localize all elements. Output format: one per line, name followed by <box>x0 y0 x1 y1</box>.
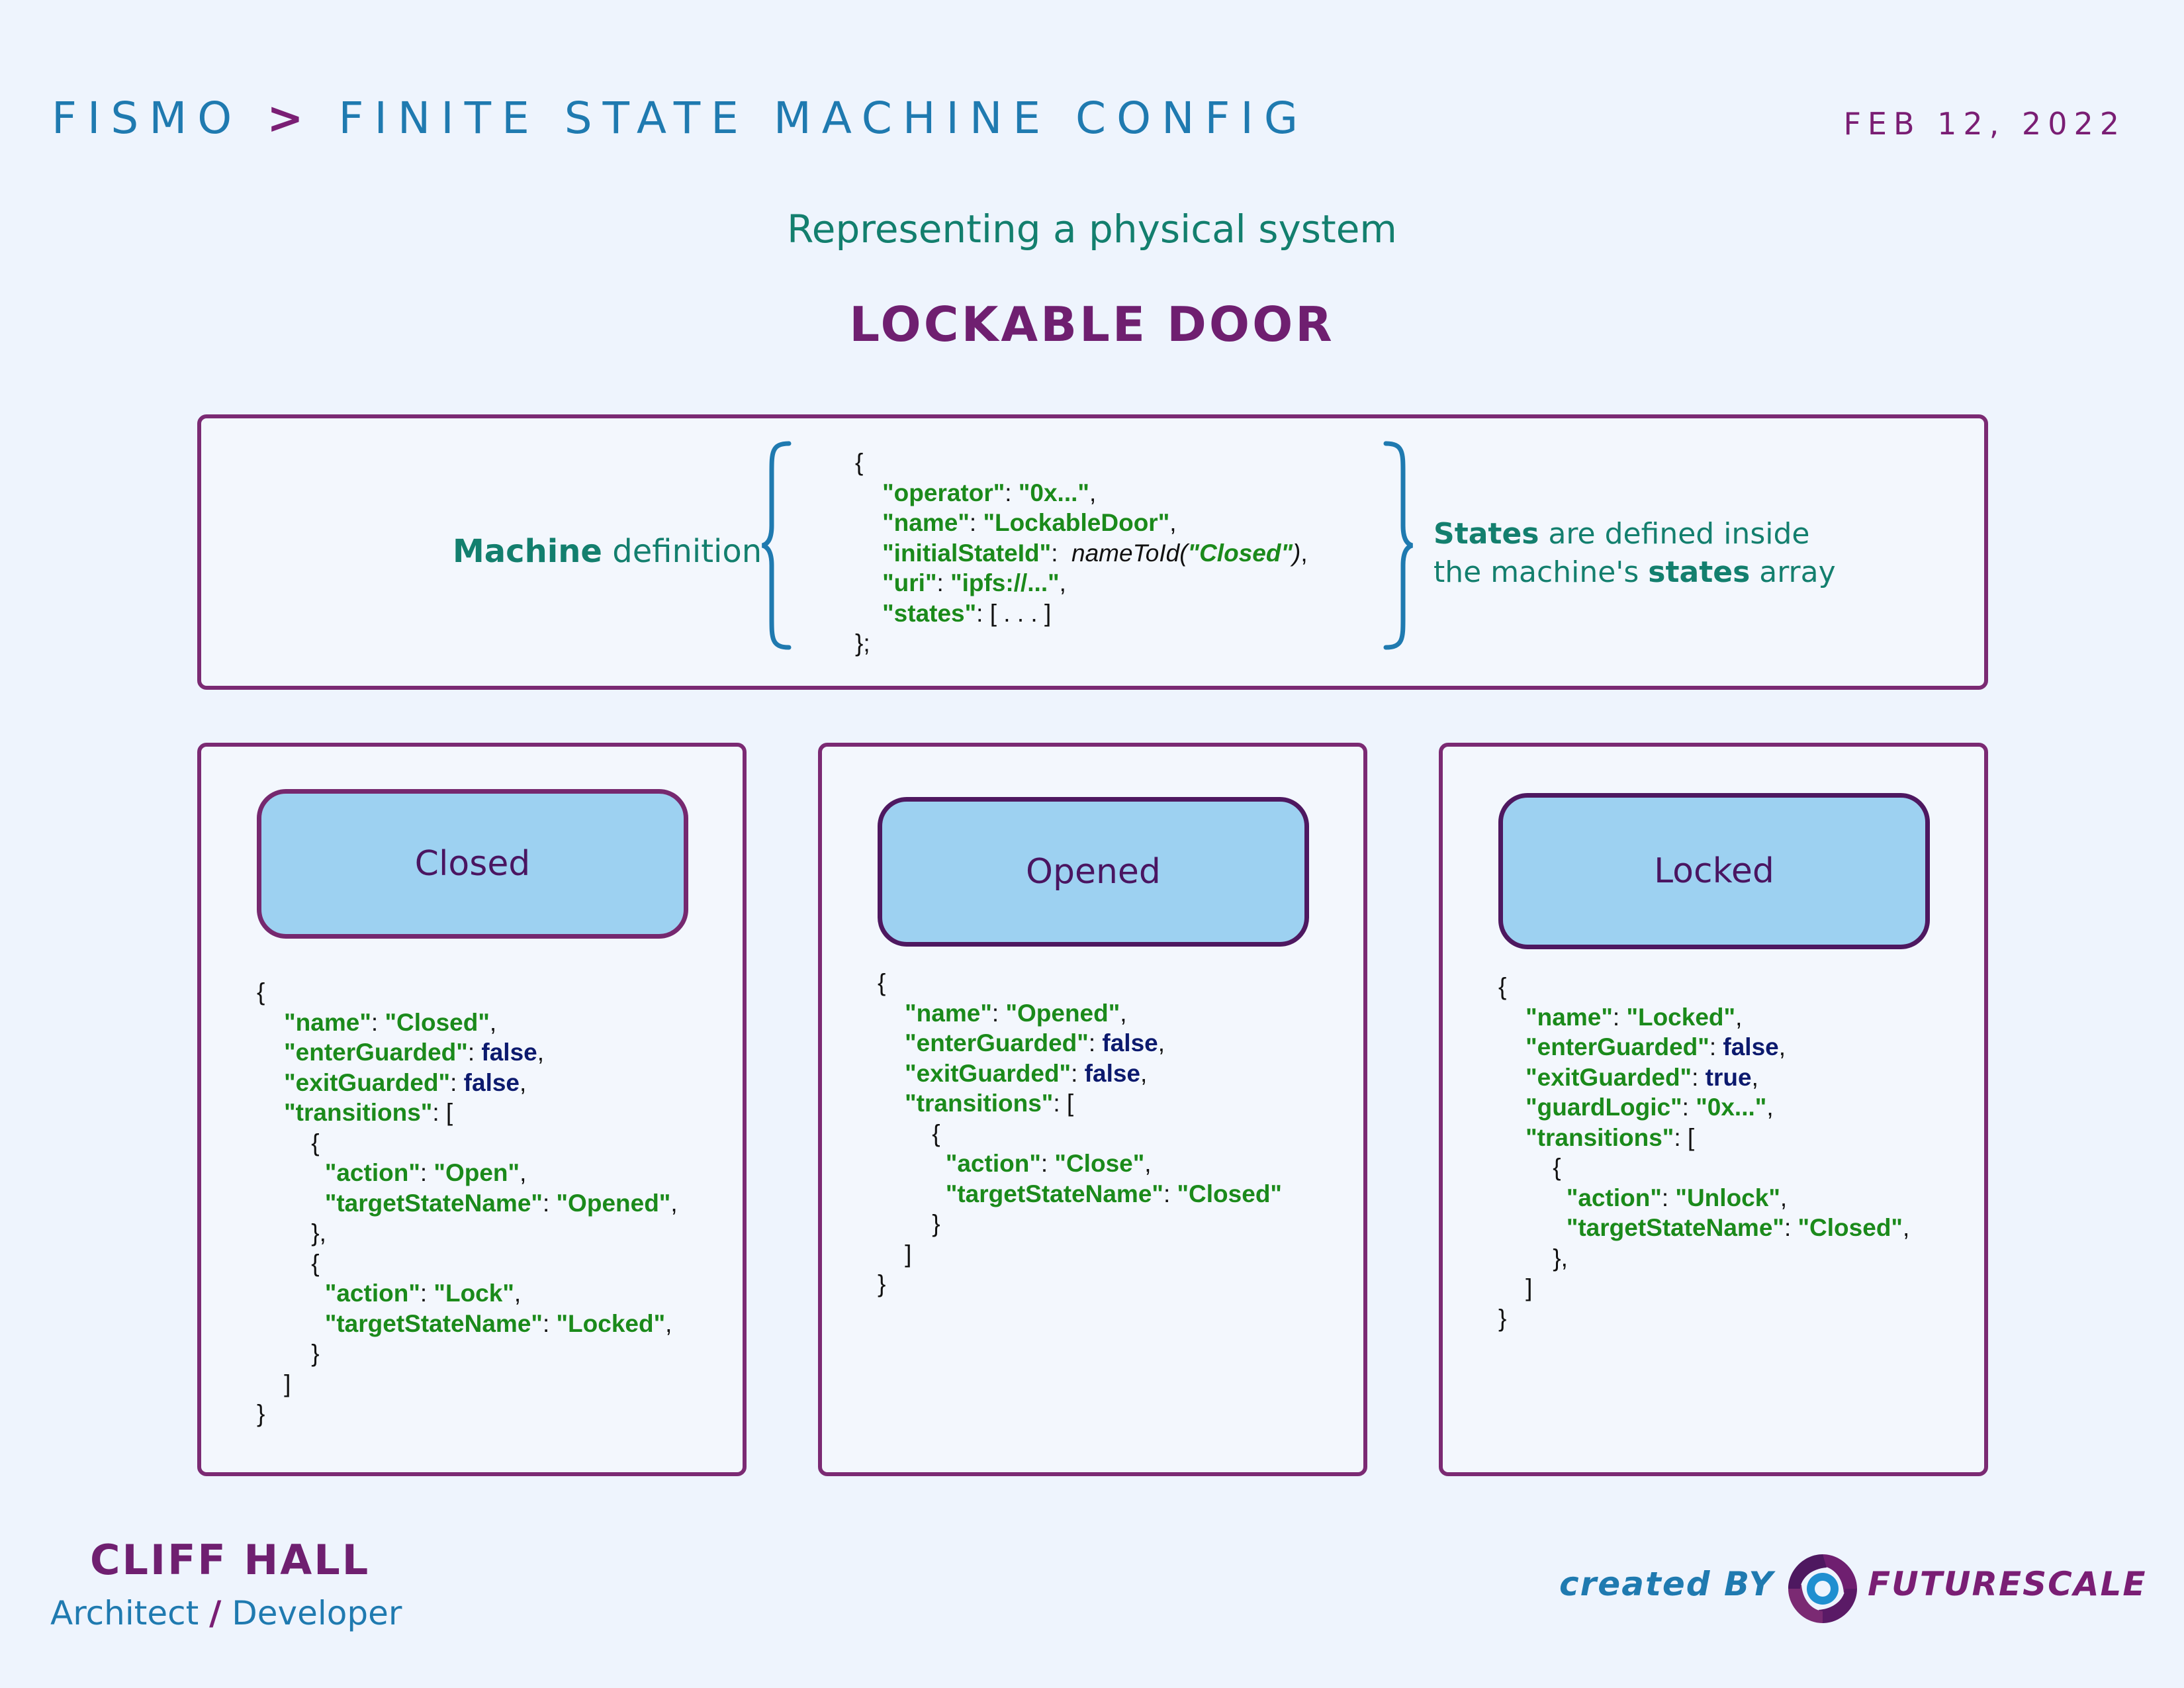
state-json-opened: { "name": "Opened", "enterGuarded": fals… <box>878 969 1282 1297</box>
machine-definition-panel <box>197 414 1988 690</box>
header-title: FISMO > FINITE STATE MACHINE CONFIG <box>52 93 1309 144</box>
state-node-closed: Closed <box>257 789 688 939</box>
created-by-label: created BY <box>1559 1565 1774 1603</box>
left-brace-icon <box>760 440 793 651</box>
state-json-closed: { "name": "Closed", "enterGuarded": fals… <box>257 978 678 1427</box>
author-role: Architect / Developer <box>50 1594 402 1632</box>
machine-definition-label: Machine definition <box>453 533 762 570</box>
futurescale-brand: FUTURESCALE <box>1868 1565 2147 1603</box>
author-name: CLIFF HALL <box>90 1536 371 1584</box>
state-node-opened: Opened <box>878 797 1309 947</box>
state-node-locked: Locked <box>1498 793 1930 949</box>
subtitle: Representing a physical system <box>787 207 1397 252</box>
diagram-title: LOCKABLE DOOR <box>849 297 1335 352</box>
right-brace-icon <box>1382 440 1415 651</box>
header-date: FEB 12, 2022 <box>1843 106 2126 142</box>
state-json-locked: { "name": "Locked", "enterGuarded": fals… <box>1498 973 1910 1332</box>
futurescale-logo-icon <box>1784 1550 1861 1630</box>
machine-json: { "operator": "0x...", "name": "Lockable… <box>855 449 1308 657</box>
